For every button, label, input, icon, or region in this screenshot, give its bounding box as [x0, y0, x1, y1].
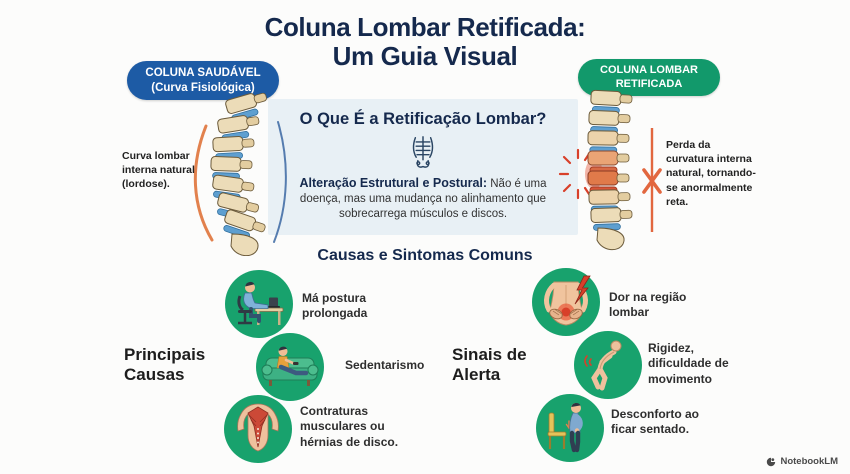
info-box-heading: O Que É a Retificação Lombar? [299, 110, 547, 128]
causes-heading: Principais Causas [124, 345, 206, 385]
cause-item-label: Contraturas musculares ou hérnias de dis… [300, 404, 399, 449]
alert-item-label: Desconforto ao ficar sentado. [611, 407, 700, 437]
cause-item-icon [224, 395, 292, 463]
info-box-body-bold: Alteração Estrutural e Postural: [299, 176, 488, 190]
healthy-badge-line1: COLUNA SAUDÁVEL [145, 67, 261, 80]
alerts-heading: Sinais de Alerta [452, 345, 527, 385]
info-box: O Que É a Retificação Lombar? Alteração … [268, 99, 578, 235]
healthy-spine-annotation: Curva lombar interna natural (lordose). [122, 150, 195, 191]
alert-item-label: Rigidez, dificuldade de movimento [648, 341, 729, 386]
section-heading: Causas e Sintomas Comuns [317, 247, 533, 264]
rectified-spine-badge: COLUNA LOMBAR RETIFICADA [578, 59, 720, 96]
alert-item-icon [532, 268, 600, 336]
person-at-desk-icon [225, 270, 293, 338]
healthy-spine-illustration [186, 88, 298, 256]
alert-item-icon [574, 331, 642, 399]
cause-item-label: Sedentarismo [345, 358, 425, 372]
watermark: NotebookLM [766, 456, 838, 467]
chair-discomfort-icon [536, 394, 604, 462]
rectified-badge-line2: RETIFICADA [615, 77, 683, 90]
alert-item-icon [536, 394, 604, 462]
watermark-label: NotebookLM [780, 456, 838, 467]
rectified-badge-line1: COLUNA LOMBAR [600, 63, 698, 76]
cause-item-icon [225, 270, 293, 338]
back-pain-icon [532, 268, 600, 336]
info-box-body-text: Não é uma doença, mas uma mudança no ali… [299, 178, 547, 220]
info-box-body: Alteração Estrutural e Postural: Não é u… [292, 175, 554, 222]
healthy-badge-line2: (Curva Fisiológica) [151, 81, 255, 94]
page-title: Coluna Lombar Retificada: Um Guia Visual [0, 12, 850, 72]
alert-item-label: Dor na região lombar [609, 290, 687, 320]
notebooklm-logo-icon [767, 457, 776, 466]
page-title-line1: Coluna Lombar Retificada: [264, 12, 586, 42]
skeleton-torso-icon [268, 133, 578, 173]
back-muscles-icon [224, 395, 292, 463]
page-title-line2: Um Guia Visual [332, 41, 518, 72]
rectified-spine-annotation: Perda da curvatura interna natural, torn… [666, 139, 756, 208]
cause-item-label: Má postura prolongada [302, 291, 368, 321]
person-on-couch-icon [256, 333, 324, 401]
stooped-walking-icon [574, 331, 642, 399]
rectified-spine-illustration [556, 82, 668, 254]
healthy-spine-badge: COLUNA SAUDÁVEL (Curva Fisiológica) [127, 61, 279, 100]
cause-item-icon [256, 333, 324, 401]
